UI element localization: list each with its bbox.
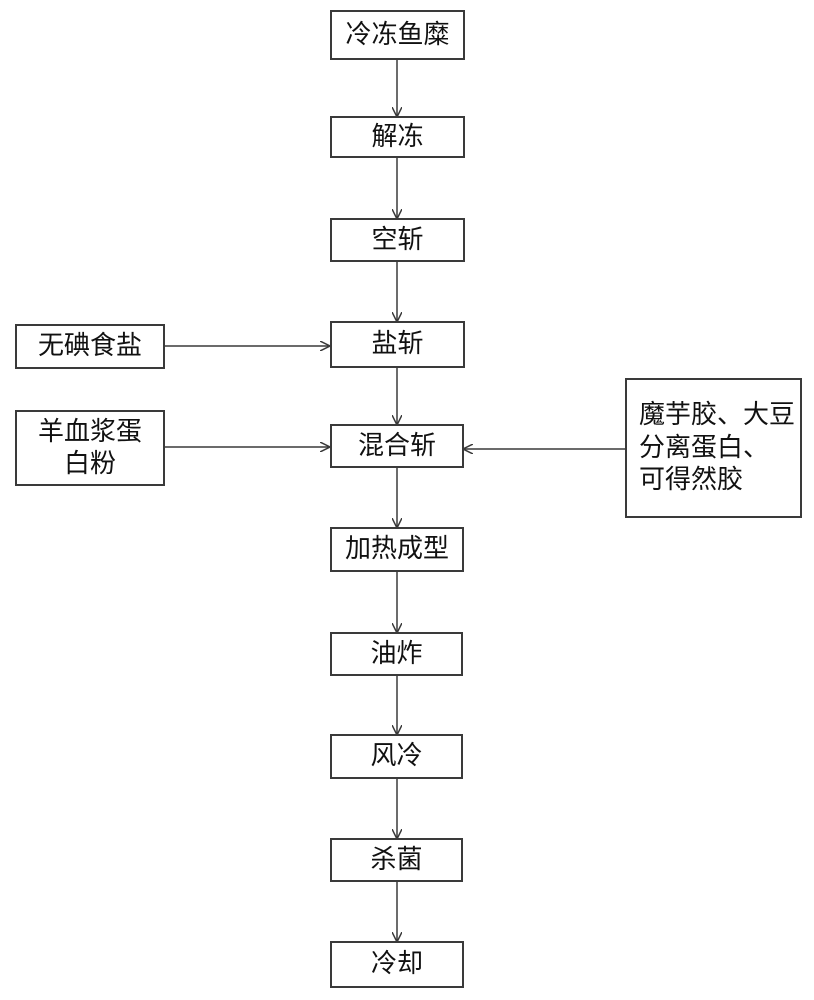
step-box-empty-chopping: 空斩 bbox=[330, 218, 465, 262]
input-label-line-1: 魔芋胶、大豆 bbox=[639, 400, 796, 431]
step-box-thawing: 解冻 bbox=[330, 116, 465, 158]
input-box-sheep-plasma-protein: 羊血浆蛋 白粉 bbox=[15, 410, 165, 486]
input-label: 无碘食盐 bbox=[37, 331, 142, 362]
step-label: 风冷 bbox=[370, 741, 423, 772]
input-label-line-1: 羊血浆蛋 bbox=[37, 416, 142, 447]
step-label: 加热成型 bbox=[344, 534, 449, 565]
input-label-line-3: 可得然胶 bbox=[639, 465, 744, 496]
input-box-gums-and-soy-protein: 魔芋胶、大豆 分离蛋白、 可得然胶 bbox=[625, 378, 802, 518]
step-label: 冷冻鱼糜 bbox=[345, 19, 450, 50]
step-box-mixed-chopping: 混合斩 bbox=[330, 424, 464, 468]
step-box-salt-chopping: 盐斩 bbox=[330, 321, 465, 368]
step-box-frozen-surimi: 冷冻鱼糜 bbox=[330, 10, 465, 60]
step-box-heat-forming: 加热成型 bbox=[330, 527, 464, 572]
input-label-line-2: 分离蛋白、 bbox=[639, 432, 770, 463]
step-label: 盐斩 bbox=[371, 329, 424, 360]
step-label: 空斩 bbox=[371, 224, 424, 255]
input-label-line-2: 白粉 bbox=[63, 449, 116, 479]
step-label: 混合斩 bbox=[357, 430, 436, 461]
step-box-cooling: 冷却 bbox=[330, 941, 464, 988]
step-box-air-cooling: 风冷 bbox=[330, 734, 463, 779]
step-label: 杀菌 bbox=[370, 844, 423, 875]
step-label: 冷却 bbox=[370, 949, 423, 980]
step-label: 油炸 bbox=[370, 638, 423, 669]
input-box-iodine-free-salt: 无碘食盐 bbox=[15, 324, 165, 369]
step-label: 解冻 bbox=[371, 121, 424, 152]
step-box-frying: 油炸 bbox=[330, 632, 463, 676]
step-box-sterilization: 杀菌 bbox=[330, 838, 463, 882]
